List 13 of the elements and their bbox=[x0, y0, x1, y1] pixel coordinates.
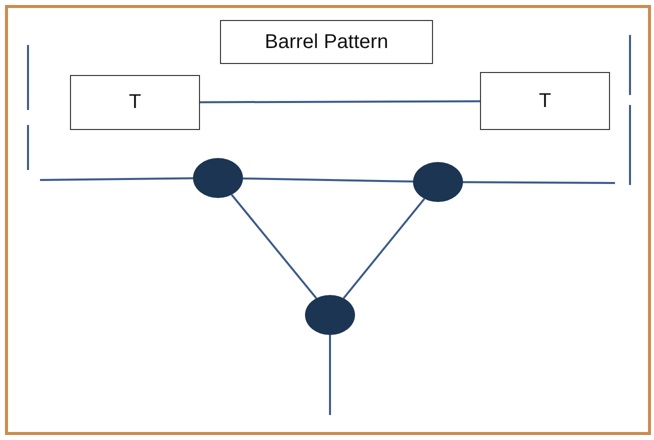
connector-line bbox=[329, 335, 331, 415]
table-box: T bbox=[70, 75, 200, 130]
connector-line bbox=[342, 198, 426, 299]
table-box: T bbox=[480, 72, 610, 130]
connector-line bbox=[40, 177, 194, 181]
title-box: Barrel Pattern bbox=[220, 20, 433, 64]
player-circle bbox=[305, 295, 355, 335]
connector-line bbox=[242, 177, 414, 183]
player-circle bbox=[413, 162, 463, 202]
connector-line bbox=[463, 181, 615, 184]
connector-line bbox=[230, 194, 318, 299]
connector-line bbox=[200, 100, 480, 104]
player-circle bbox=[193, 158, 243, 198]
